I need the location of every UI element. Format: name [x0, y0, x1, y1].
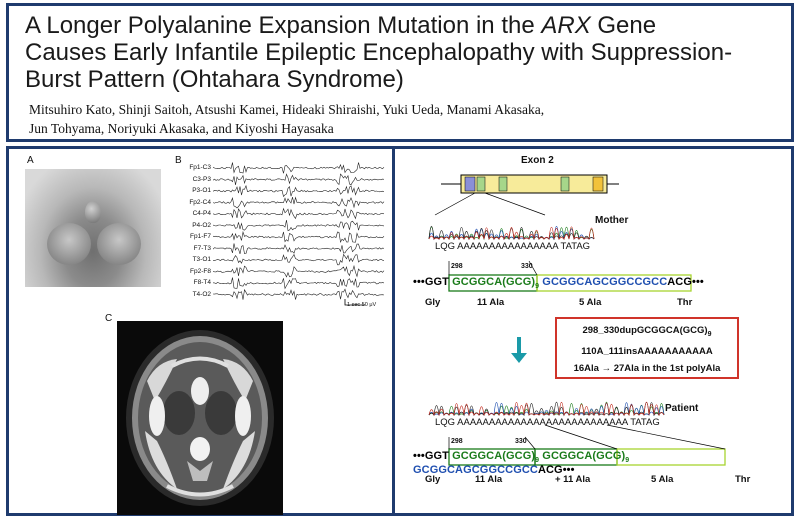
patient-seq-sub2: 9	[625, 457, 630, 465]
mother-aa-gly: Gly	[425, 297, 441, 308]
mutation-dup-sub: 9	[707, 330, 712, 338]
mother-seq-tail: GCGGCAGCGGCCGCC	[542, 276, 668, 288]
panel-label-c: C	[105, 313, 113, 324]
patient-seq-sub1: 9	[535, 457, 540, 465]
photo-detail-right	[97, 223, 141, 265]
author-list: Mitsuhiro Kato, Shinji Saitoh, Atsushi K…	[29, 100, 779, 138]
eeg-channel-label: F7-T3	[193, 244, 211, 252]
mother-dna-sequence: •••GGT GCGGCA(GCG)9 GCGGCAGCGGCCGCCACG••…	[413, 276, 704, 290]
chromatogram-trace	[428, 225, 595, 241]
eeg-scale-bar	[344, 299, 365, 306]
mother-aa-thr: Thr	[677, 297, 693, 308]
eeg-channel-label: Fp2-F8	[190, 267, 211, 275]
title-line1: A Longer Polyalanine Expansion Mutation …	[25, 12, 542, 39]
mutation-description-box: 298_330dupGCGGCA(GCG)9 110A_111insAAAAAA…	[555, 317, 739, 379]
patient-seq-tail: GCGGCAGCGGCCGCC	[413, 464, 538, 477]
mother-seq-sub: 9	[535, 283, 540, 291]
mother-pos-298: 298	[451, 263, 463, 270]
chromatogram-trace	[428, 401, 665, 417]
title-panel: A Longer Polyalanine Expansion Mutation …	[6, 3, 794, 142]
title-line3: Burst Pattern (Ohtahara Syndrome)	[25, 66, 404, 93]
patient-pos-330: 330	[515, 438, 527, 445]
eeg-trace	[213, 184, 385, 198]
mother-seq-start: •••GGT	[413, 276, 449, 288]
patient-aa-thr: Thr	[735, 474, 751, 485]
panel-label-a: A	[27, 155, 34, 166]
brain-mri-image	[117, 321, 283, 515]
eeg-trace	[213, 207, 385, 220]
eeg-channel-label: C4-P4	[192, 210, 211, 217]
eeg-trace	[213, 196, 385, 209]
photo-detail-left	[47, 223, 91, 265]
eeg-channel-label: Fp1-C3	[189, 164, 211, 171]
mother-pos-330: 330	[521, 263, 533, 270]
eeg-channel-label: Fp2-C4	[189, 198, 211, 206]
patient-aa-plus11ala: + 11 Ala	[555, 474, 591, 485]
photo-detail	[85, 201, 101, 223]
genital-photo	[25, 169, 161, 287]
patient-aa-11ala: 11 Ala	[475, 474, 503, 485]
title-gene: ARX	[541, 12, 591, 39]
mutation-effect: 16Ala → 27Ala in the 1st polyAla	[573, 362, 721, 374]
patient-aa-gly: Gly	[425, 474, 441, 485]
eeg-traces	[213, 162, 385, 306]
eeg-trace	[213, 243, 385, 255]
patient-aa-5ala: 5 Ala	[651, 474, 674, 485]
chromatogram-trace	[428, 226, 595, 241]
title-line2: Causes Early Infantile Epileptic Encepha…	[25, 39, 733, 66]
panel-label-b: B	[175, 155, 182, 166]
patient-pos-298: 298	[451, 438, 463, 445]
authors-line1: Mitsuhiro Kato, Shinji Saitoh, Atsushi K…	[29, 102, 545, 117]
mutation-ins: 110A_111insAAAAAAAAAAA	[581, 345, 713, 357]
mother-seq-end: ACG•••	[667, 276, 704, 288]
mother-aa-11ala: 11 Ala	[477, 297, 505, 308]
mother-protein-seq: LQG AAAAAAAAAAAAAAAA TATAG	[435, 241, 591, 252]
article-title: A Longer Polyalanine Expansion Mutation …	[25, 12, 785, 93]
patient-protein-seq: LQG AAAAAAAAAAAAAAAAAAAAAAAAAAA TATAG	[435, 417, 660, 428]
mother-aa-5ala: 5 Ala	[579, 297, 602, 308]
eeg-trace	[213, 173, 385, 186]
eeg-channel-label: P4-O2	[192, 221, 211, 229]
eeg-trace	[213, 288, 385, 300]
eeg-channel-label: P3-O1	[192, 187, 211, 194]
mutation-dup: 298_330dupGCGGCA(GCG)	[582, 325, 708, 336]
mri-drawing	[126, 330, 274, 506]
eeg-scale-label: 1 sec 50 μV	[347, 302, 377, 308]
authors-line2: Jun Tohyama, Noriyuki Akasaka, and Kiyos…	[29, 121, 334, 136]
exon-label: Exon 2	[521, 155, 554, 166]
eeg-channel-label: T3-O1	[192, 256, 211, 263]
genetic-figure-panel: Exon 2 Mother LQG AAAAAAAAAAAAAAAA	[392, 146, 794, 516]
eeg-channel-label: T4-O2	[192, 290, 211, 298]
eeg-trace	[213, 219, 385, 232]
eeg-trace	[213, 230, 385, 244]
patient-dna-sequence: •••GGT GCGGCA(GCG)9 GCGGCA(GCG)9 GCGGCAG…	[413, 450, 791, 476]
eeg-trace	[213, 264, 385, 278]
patient-seq-repeat1: GCGGCA(GCG)	[452, 450, 536, 462]
eeg-trace	[213, 162, 385, 174]
eeg-channel-label: F8-T4	[193, 279, 211, 286]
gene-diagram	[428, 174, 726, 466]
patient-seq-repeat2: GCGGCA(GCG)	[542, 450, 626, 462]
patient-label: Patient	[665, 403, 699, 414]
title-line1-end: Gene	[590, 12, 657, 39]
mother-seq-repeat: GCGGCA(GCG)	[452, 276, 536, 288]
eeg-channel-label: C3-P3	[192, 175, 211, 183]
mother-label: Mother	[595, 215, 629, 226]
patient-seq-end: ACG•••	[537, 464, 575, 477]
eeg-channel-label: Fp1-F7	[190, 233, 211, 240]
patient-seq-start: •••GGT	[413, 450, 449, 462]
eeg-trace	[213, 277, 385, 290]
eeg-trace	[213, 253, 385, 266]
